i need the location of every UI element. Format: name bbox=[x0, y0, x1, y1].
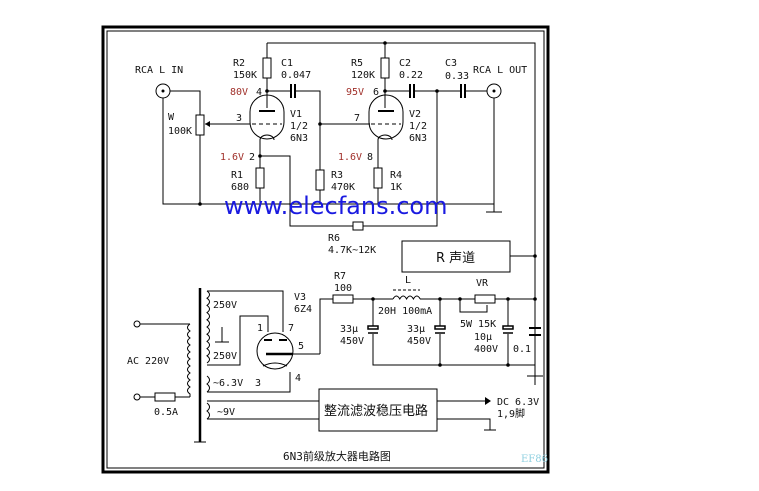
c2-value: 0.22 bbox=[399, 70, 423, 81]
r4-value: 1K bbox=[390, 182, 402, 193]
vr-label: VR bbox=[476, 278, 489, 289]
volume-pot bbox=[195, 114, 205, 136]
watermark: www.elecfans.com bbox=[224, 192, 447, 220]
r1-label: R1 bbox=[231, 170, 243, 181]
c3-label: C3 bbox=[445, 58, 457, 69]
c1-value: 0.047 bbox=[281, 70, 311, 81]
pin-label: 7 bbox=[288, 323, 294, 334]
ac-terminal bbox=[133, 393, 141, 401]
r7-resistor bbox=[332, 294, 354, 304]
ac-terminal bbox=[133, 320, 141, 328]
v1-label: V1 bbox=[290, 109, 302, 120]
v2-label: V2 bbox=[409, 109, 421, 120]
v1-plate-voltage: 80V bbox=[230, 87, 248, 98]
filter-capacitors bbox=[367, 325, 541, 336]
ac-input-label: AC 220V bbox=[127, 356, 169, 367]
r4-label: R4 bbox=[390, 170, 402, 181]
c3-value: 0.33 bbox=[445, 71, 469, 82]
pin-label: 1 bbox=[257, 323, 263, 334]
cap-value: 33μ bbox=[340, 324, 358, 335]
v3-label: V3 bbox=[294, 292, 306, 303]
v1-type: 6N3 bbox=[290, 133, 308, 144]
c1-label: C1 bbox=[281, 58, 293, 69]
dc-output-label: DC 6.3V bbox=[497, 397, 539, 408]
r7-value: 100 bbox=[334, 283, 352, 294]
regulator-box bbox=[318, 388, 438, 432]
dc-out-arrow bbox=[485, 397, 491, 405]
v2-cathode-voltage: 1.6V bbox=[338, 152, 362, 163]
coupling-capacitors bbox=[290, 84, 466, 98]
pin-label: 3 bbox=[236, 113, 242, 124]
pin-label: 4 bbox=[295, 373, 301, 384]
tube-v2 bbox=[368, 94, 404, 141]
c2-label: C2 bbox=[399, 58, 411, 69]
v1-cathode-voltage: 1.6V bbox=[220, 152, 244, 163]
r2-label: R2 bbox=[233, 58, 245, 69]
r5-value: 120K bbox=[351, 70, 375, 81]
v3-type: 6Z4 bbox=[294, 304, 312, 315]
l-value: 20H 100mA bbox=[378, 306, 432, 317]
v2-plate-voltage: 95V bbox=[346, 87, 364, 98]
cap-voltage: 450V bbox=[407, 336, 431, 347]
secondary-9v: ~9V bbox=[217, 407, 235, 418]
r-channel-label: R 声道 bbox=[436, 251, 475, 266]
w-label: W bbox=[168, 112, 175, 123]
vr-value: 5W 15K bbox=[460, 319, 496, 330]
l-label: L bbox=[405, 275, 411, 286]
secondary-6v3: ~6.3V bbox=[213, 378, 243, 389]
v1-half: 1/2 bbox=[290, 121, 308, 132]
secondary-250v: 250V bbox=[213, 300, 237, 311]
cap-value: 10μ bbox=[474, 332, 492, 343]
pin-label: 2 bbox=[249, 152, 255, 163]
pin-label: 4 bbox=[256, 87, 262, 98]
pin-label: 8 bbox=[367, 152, 373, 163]
transformer-coils bbox=[187, 290, 210, 420]
vr-resistor bbox=[474, 294, 496, 304]
pin-label: 6 bbox=[373, 87, 379, 98]
cap-value: 0.1 bbox=[513, 344, 531, 355]
resistors bbox=[195, 57, 390, 231]
secondary-250v: 250V bbox=[213, 351, 237, 362]
v2-half: 1/2 bbox=[409, 121, 427, 132]
tube-v3 bbox=[256, 332, 294, 370]
cap-voltage: 450V bbox=[340, 336, 364, 347]
tube-v1 bbox=[249, 94, 285, 141]
r2-value: 150K bbox=[233, 70, 257, 81]
rca-jacks bbox=[155, 83, 502, 99]
r7-label: R7 bbox=[334, 271, 346, 282]
pin-label: 3 bbox=[255, 378, 261, 389]
v2-type: 6N3 bbox=[409, 133, 427, 144]
r6-label: R6 bbox=[328, 233, 340, 244]
diagram-title: 6N3前级放大器电路图 bbox=[283, 449, 391, 463]
cap-voltage: 400V bbox=[474, 344, 498, 355]
frame bbox=[101, 25, 550, 474]
rca-in-label: RCA L IN bbox=[135, 65, 183, 76]
r1-value: 680 bbox=[231, 182, 249, 193]
r3-label: R3 bbox=[331, 170, 343, 181]
power-supply-wiring bbox=[140, 290, 543, 443]
cap-value: 33μ bbox=[407, 324, 425, 335]
pin-label: 5 bbox=[298, 341, 304, 352]
r-channel-box bbox=[401, 240, 511, 273]
rca-out-label: RCA L OUT bbox=[473, 65, 527, 76]
w-value: 100K bbox=[168, 126, 192, 137]
r3-value: 470K bbox=[331, 182, 355, 193]
fuse bbox=[154, 392, 176, 402]
pin-label: 7 bbox=[354, 113, 360, 124]
regulator-label: 整流滤波稳压电路 bbox=[324, 403, 428, 419]
r6-value: 4.7K~12K bbox=[328, 245, 376, 256]
dc-pins-label: 1,9脚 bbox=[497, 407, 525, 420]
r5-label: R5 bbox=[351, 58, 363, 69]
inductor bbox=[392, 295, 421, 301]
preamp-wiring bbox=[162, 42, 536, 385]
fuse-label: 0.5A bbox=[154, 407, 178, 418]
corner-tag: EF86 bbox=[521, 454, 548, 465]
